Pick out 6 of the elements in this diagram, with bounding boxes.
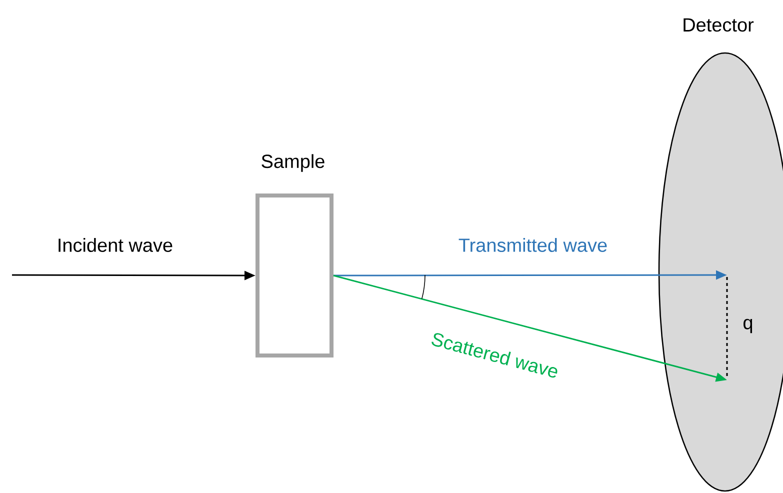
node-label: Detector — [684, 18, 754, 32]
edge-label: Incident wave — [58, 238, 172, 252]
node-label: Sample — [262, 154, 324, 172]
edge-label: Transmitted wave — [458, 238, 607, 252]
sample-box: Sample — [256, 154, 334, 358]
dimension-label: q — [744, 318, 752, 334]
